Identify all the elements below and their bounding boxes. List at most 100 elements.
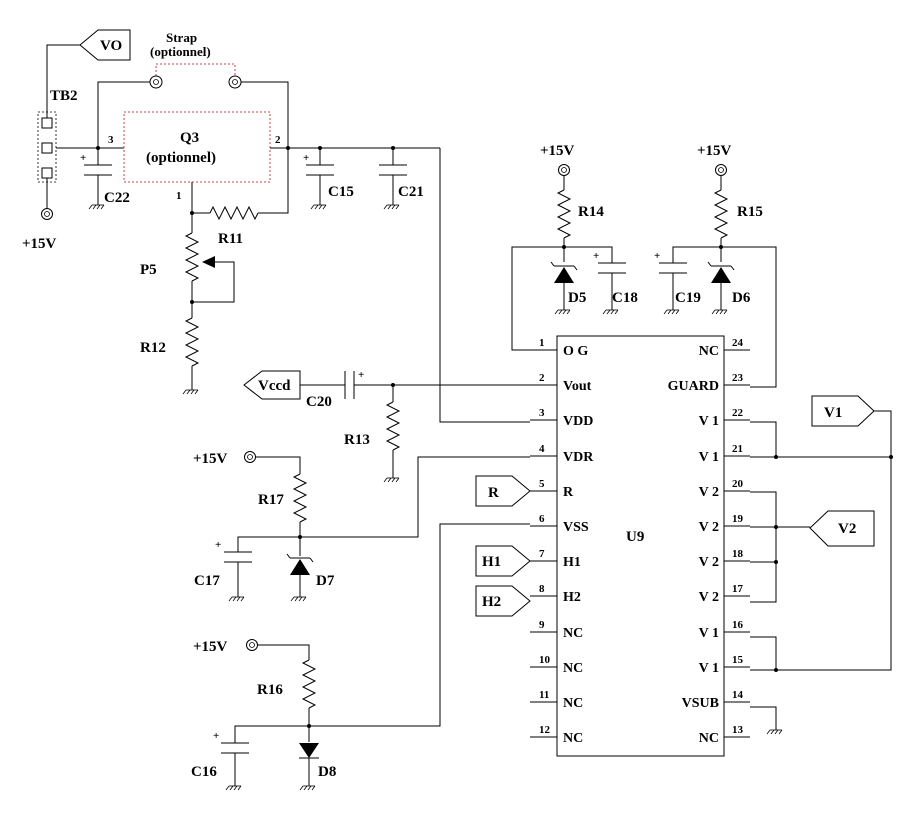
d7-ground xyxy=(290,596,307,602)
u9-pin-19-name: V 2 xyxy=(699,520,719,535)
v2-connector xyxy=(809,510,875,547)
r12-label: R12 xyxy=(140,340,166,356)
r13-resistor xyxy=(385,401,401,451)
u9-pin-4-number: 4 xyxy=(539,443,545,455)
r-connector xyxy=(475,475,531,507)
u9-pin-6-name: VSS xyxy=(563,520,589,535)
c21-label: C21 xyxy=(398,184,424,200)
pwr-15v-r15-label: +15V xyxy=(697,143,732,159)
r13-ground xyxy=(383,477,400,483)
r11-resistor xyxy=(209,205,259,221)
svg-text:+: + xyxy=(654,250,660,262)
r-connector-label: R xyxy=(488,485,499,501)
u9-pin-12-name: NC xyxy=(563,731,583,746)
u9-pin-11-name: NC xyxy=(563,696,583,711)
c19-ground xyxy=(663,309,680,315)
svg-text:+: + xyxy=(303,152,309,164)
c18-label: C18 xyxy=(612,290,638,306)
c17-label: C17 xyxy=(194,573,220,589)
c15-ground xyxy=(310,204,327,210)
strap-jumper xyxy=(155,63,236,76)
u9-pin-19-number: 19 xyxy=(732,513,744,525)
u9-pin-2-number: 2 xyxy=(539,372,545,384)
u9-body xyxy=(556,335,725,757)
u9-pin-7-number: 7 xyxy=(539,548,545,560)
regulator-section: TB2 VO +15V 3 Strap (optionnel) Q3 (opti… xyxy=(22,29,530,423)
vo-label: VO xyxy=(100,38,122,54)
u9-pin-16-name: V 1 xyxy=(699,626,719,641)
u9-pin-16-number: 16 xyxy=(732,619,744,631)
q3-pin-2-label: 2 xyxy=(275,134,281,146)
c19-label: C19 xyxy=(675,290,701,306)
h1-connector-label: H1 xyxy=(482,554,501,570)
q3-regulator xyxy=(123,111,271,183)
svg-text:+: + xyxy=(593,250,599,262)
q3-pin-3-label: 3 xyxy=(108,134,114,146)
u9-pin-23-name: GUARD xyxy=(668,379,719,394)
u9-pin-12-number: 12 xyxy=(539,724,551,736)
u9-pin-3-number: 3 xyxy=(539,407,545,419)
c22-ground xyxy=(88,204,105,210)
v1-connector xyxy=(811,395,875,427)
strap-opt-label: (optionnel) xyxy=(150,44,211,59)
u9-pin-11-number: 11 xyxy=(539,689,549,701)
u9-pin-14-name: VSUB xyxy=(682,696,719,711)
u9-left-pins: 1O G2Vout3VDD4VDR5R6VSS7H18H29NC10NC11NC… xyxy=(530,337,594,746)
u9-pin-21-number: 21 xyxy=(732,443,743,455)
tb2-terminal-block xyxy=(37,111,57,183)
u9-pin-4-name: VDR xyxy=(563,450,594,465)
d6-zener-diode xyxy=(711,267,731,283)
u9-pin-24-number: 24 xyxy=(732,337,744,349)
p5-label: P5 xyxy=(140,262,157,278)
r15-label: R15 xyxy=(737,204,763,220)
vccd-connector xyxy=(243,370,301,400)
pwr-15v-r16-label: +15V xyxy=(193,639,228,655)
pwr-15v-tb2-label: +15V xyxy=(22,236,57,252)
u9-pin-24-name: NC xyxy=(699,344,719,359)
vsub-ground xyxy=(766,729,783,735)
u9-pin-7-name: H1 xyxy=(563,555,581,570)
u9-pin-20-name: V 2 xyxy=(699,485,719,500)
u9-pin-15-number: 15 xyxy=(732,654,744,666)
vo-connector xyxy=(79,29,131,61)
strap-label: Strap xyxy=(166,30,197,45)
u9-pin-18-number: 18 xyxy=(732,548,744,560)
d6-label: D6 xyxy=(732,290,751,306)
q3-opt-label: (optionnel) xyxy=(146,150,216,166)
v2-connector-label: V2 xyxy=(838,521,856,537)
tb2-pin-2 xyxy=(41,142,53,154)
output-section: Vccd + C20 R13 xyxy=(243,369,530,483)
r16-resistor xyxy=(301,659,317,709)
tb2-pin-3 xyxy=(41,167,53,179)
u9-pin-18-name: V 2 xyxy=(699,555,719,570)
u9-pin-6-number: 6 xyxy=(539,513,545,525)
og-bias-section: +15V R14 D5 + C18 +15V R15 xyxy=(511,143,777,388)
svg-text:+: + xyxy=(215,539,221,551)
pwr-15v-r16 xyxy=(246,639,258,651)
d8-diode xyxy=(299,743,319,758)
p5-potentiometer xyxy=(184,232,200,282)
vdr-section: +15V R17 + C17 D7 xyxy=(193,451,530,602)
u9-pin-5-name: R xyxy=(563,485,574,500)
u9-pin-22-name: V 1 xyxy=(699,414,719,429)
pwr-15v-r17 xyxy=(244,451,256,463)
u9-pin-13-number: 13 xyxy=(732,724,744,736)
u9-pin-10-name: NC xyxy=(563,661,583,676)
r17-resistor xyxy=(292,473,308,523)
r11-label: R11 xyxy=(218,231,243,247)
h1-connector xyxy=(475,545,531,577)
pwr-15v-tb2 xyxy=(41,208,53,220)
d7-zener-diode xyxy=(290,559,310,575)
u9-pin-3-name: VDD xyxy=(563,414,593,429)
u9-pin-8-number: 8 xyxy=(539,583,545,595)
d5-label: D5 xyxy=(568,290,586,306)
c20-label: C20 xyxy=(306,394,332,410)
strap-pad-right xyxy=(228,75,242,89)
pwr-15v-r17-label: +15V xyxy=(193,451,228,467)
clock-buses: V1 V2 xyxy=(750,395,893,735)
u9-pin-21-name: V 1 xyxy=(699,450,719,465)
h2-connector xyxy=(475,585,531,617)
h2-connector-label: H2 xyxy=(482,594,501,610)
r14-label: R14 xyxy=(578,204,604,220)
